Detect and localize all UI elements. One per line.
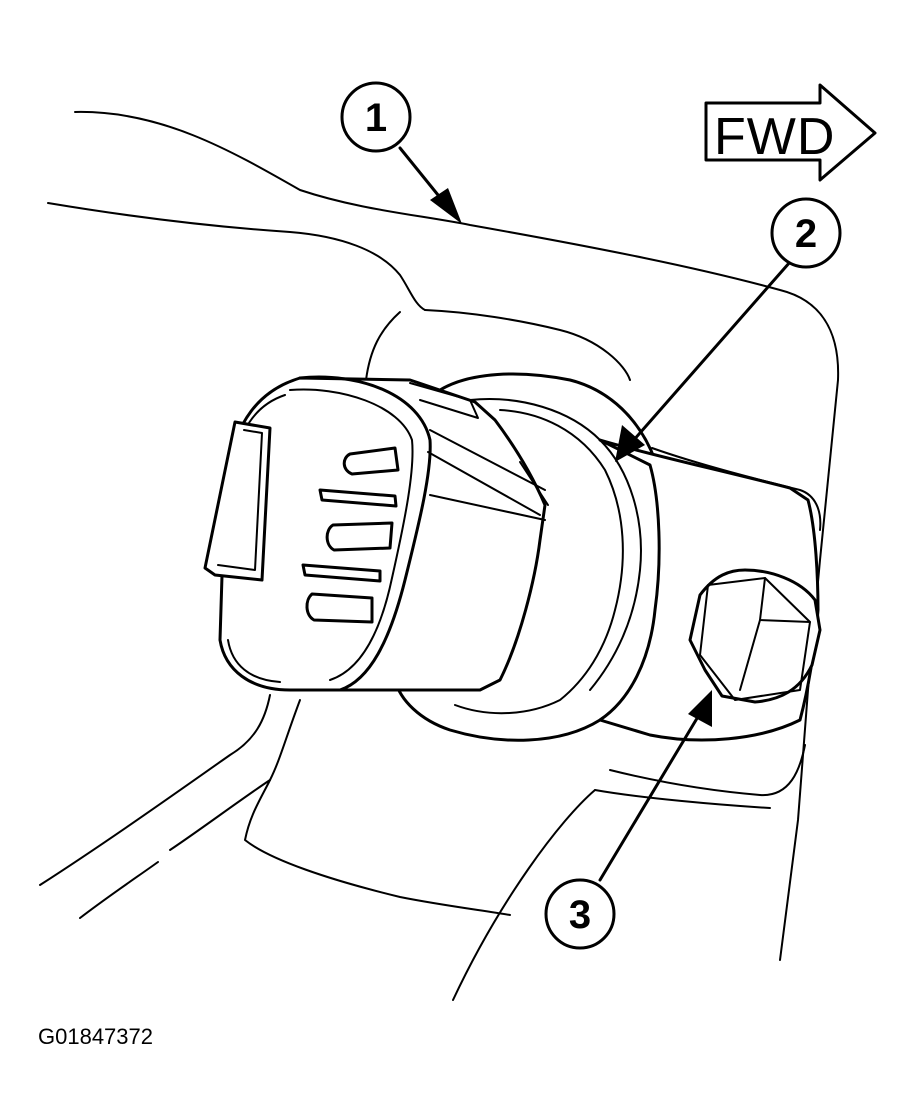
callout-2-label: 2 — [795, 212, 817, 256]
fwd-label: FWD — [714, 108, 835, 166]
callout-1-label: 1 — [365, 96, 387, 140]
fwd-direction-arrow: FWD — [704, 83, 877, 182]
callout-2: 2 — [615, 197, 842, 462]
callout-1: 1 — [340, 81, 462, 224]
figure-id: G01847372 — [38, 1024, 153, 1049]
callout-3-label: 3 — [569, 893, 591, 937]
callout-3: 3 — [544, 690, 712, 950]
electrical-connector — [203, 375, 549, 692]
mounting-bolt — [688, 568, 822, 704]
